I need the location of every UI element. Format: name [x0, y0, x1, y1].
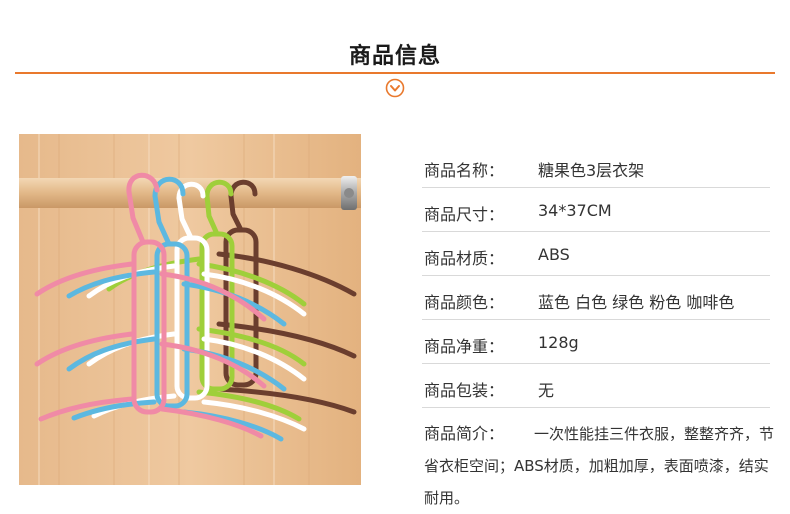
spec-row-color: 商品颜色： 蓝色 白色 绿色 粉色 咖啡色: [422, 276, 770, 320]
intro-label: 商品简介：: [424, 424, 505, 443]
spec-table: 商品名称： 糖果色3层衣架 商品尺寸： 34*37CM 商品材质： ABS 商品…: [422, 144, 770, 408]
spec-value: ABS: [538, 245, 570, 264]
spec-label: 商品尺寸：: [424, 205, 505, 224]
spec-row-name: 商品名称： 糖果色3层衣架: [422, 144, 770, 188]
chevron-down-icon[interactable]: [385, 78, 405, 98]
spec-label: 商品包装：: [424, 381, 505, 400]
spec-label: 商品颜色：: [424, 293, 505, 312]
spec-value: 糖果色3层衣架: [538, 161, 645, 180]
spec-label: 商品名称：: [424, 161, 505, 180]
spec-row-material: 商品材质： ABS: [422, 232, 770, 276]
spec-row-package: 商品包装： 无: [422, 364, 770, 408]
spec-row-weight: 商品净重： 128g: [422, 320, 770, 364]
spec-value: 无: [538, 381, 555, 400]
spec-label: 商品材质：: [424, 249, 505, 268]
spec-value: 34*37CM: [538, 201, 612, 220]
spec-label: 商品净重：: [424, 337, 505, 356]
product-photo: [19, 134, 361, 485]
section-title: 商品信息: [348, 44, 441, 69]
spec-value: 蓝色 白色 绿色 粉色 咖啡色: [538, 293, 735, 312]
spec-value: 128g: [538, 333, 579, 352]
section-divider: [15, 72, 775, 74]
intro-text: 一次性能挂三件衣服，整整齐齐，节省衣柜空间；ABS材质，加粗加厚，表面喷漆，结实…: [424, 425, 775, 507]
product-intro: 商品简介：一次性能挂三件衣服，整整齐齐，节省衣柜空间；ABS材质，加粗加厚，表面…: [424, 418, 780, 514]
spec-row-size: 商品尺寸： 34*37CM: [422, 188, 770, 232]
